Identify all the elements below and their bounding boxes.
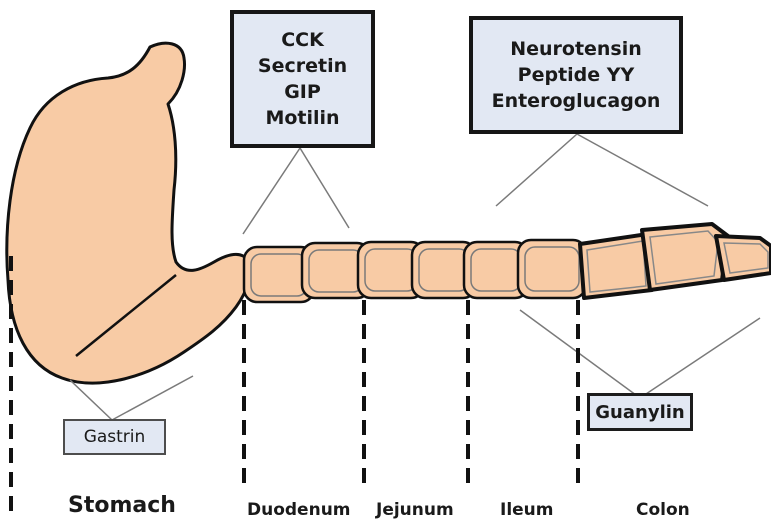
region-label-duodenum: Duodenum — [247, 500, 351, 520]
hormone-label: CCK — [281, 27, 324, 53]
hormone-box-colon: Guanylin — [587, 393, 693, 431]
region-label-ileum: Ileum — [500, 500, 554, 520]
colon-segments — [580, 224, 771, 298]
region-label-colon: Colon — [636, 500, 690, 520]
hormone-box-lower-gut: Neurotensin Peptide YY Enteroglucagon — [469, 16, 683, 134]
hormone-label: Guanylin — [595, 402, 684, 423]
region-label-jejunum: Jejunum — [376, 500, 454, 520]
hormone-label: Motilin — [265, 105, 339, 131]
hormone-label: Gastrin — [84, 427, 146, 447]
stomach-shape — [7, 43, 250, 383]
hormone-label: GIP — [284, 79, 321, 105]
hormone-label: Enteroglucagon — [492, 88, 661, 114]
hormone-label: Secretin — [258, 53, 347, 79]
region-label-stomach: Stomach — [68, 493, 176, 518]
hormone-box-stomach: Gastrin — [63, 419, 166, 455]
hormone-label: Neurotensin — [510, 36, 642, 62]
hormone-label: Peptide YY — [518, 62, 635, 88]
hormone-box-upper-small-intestine: CCK Secretin GIP Motilin — [230, 10, 375, 148]
intestine-segments — [244, 240, 586, 302]
